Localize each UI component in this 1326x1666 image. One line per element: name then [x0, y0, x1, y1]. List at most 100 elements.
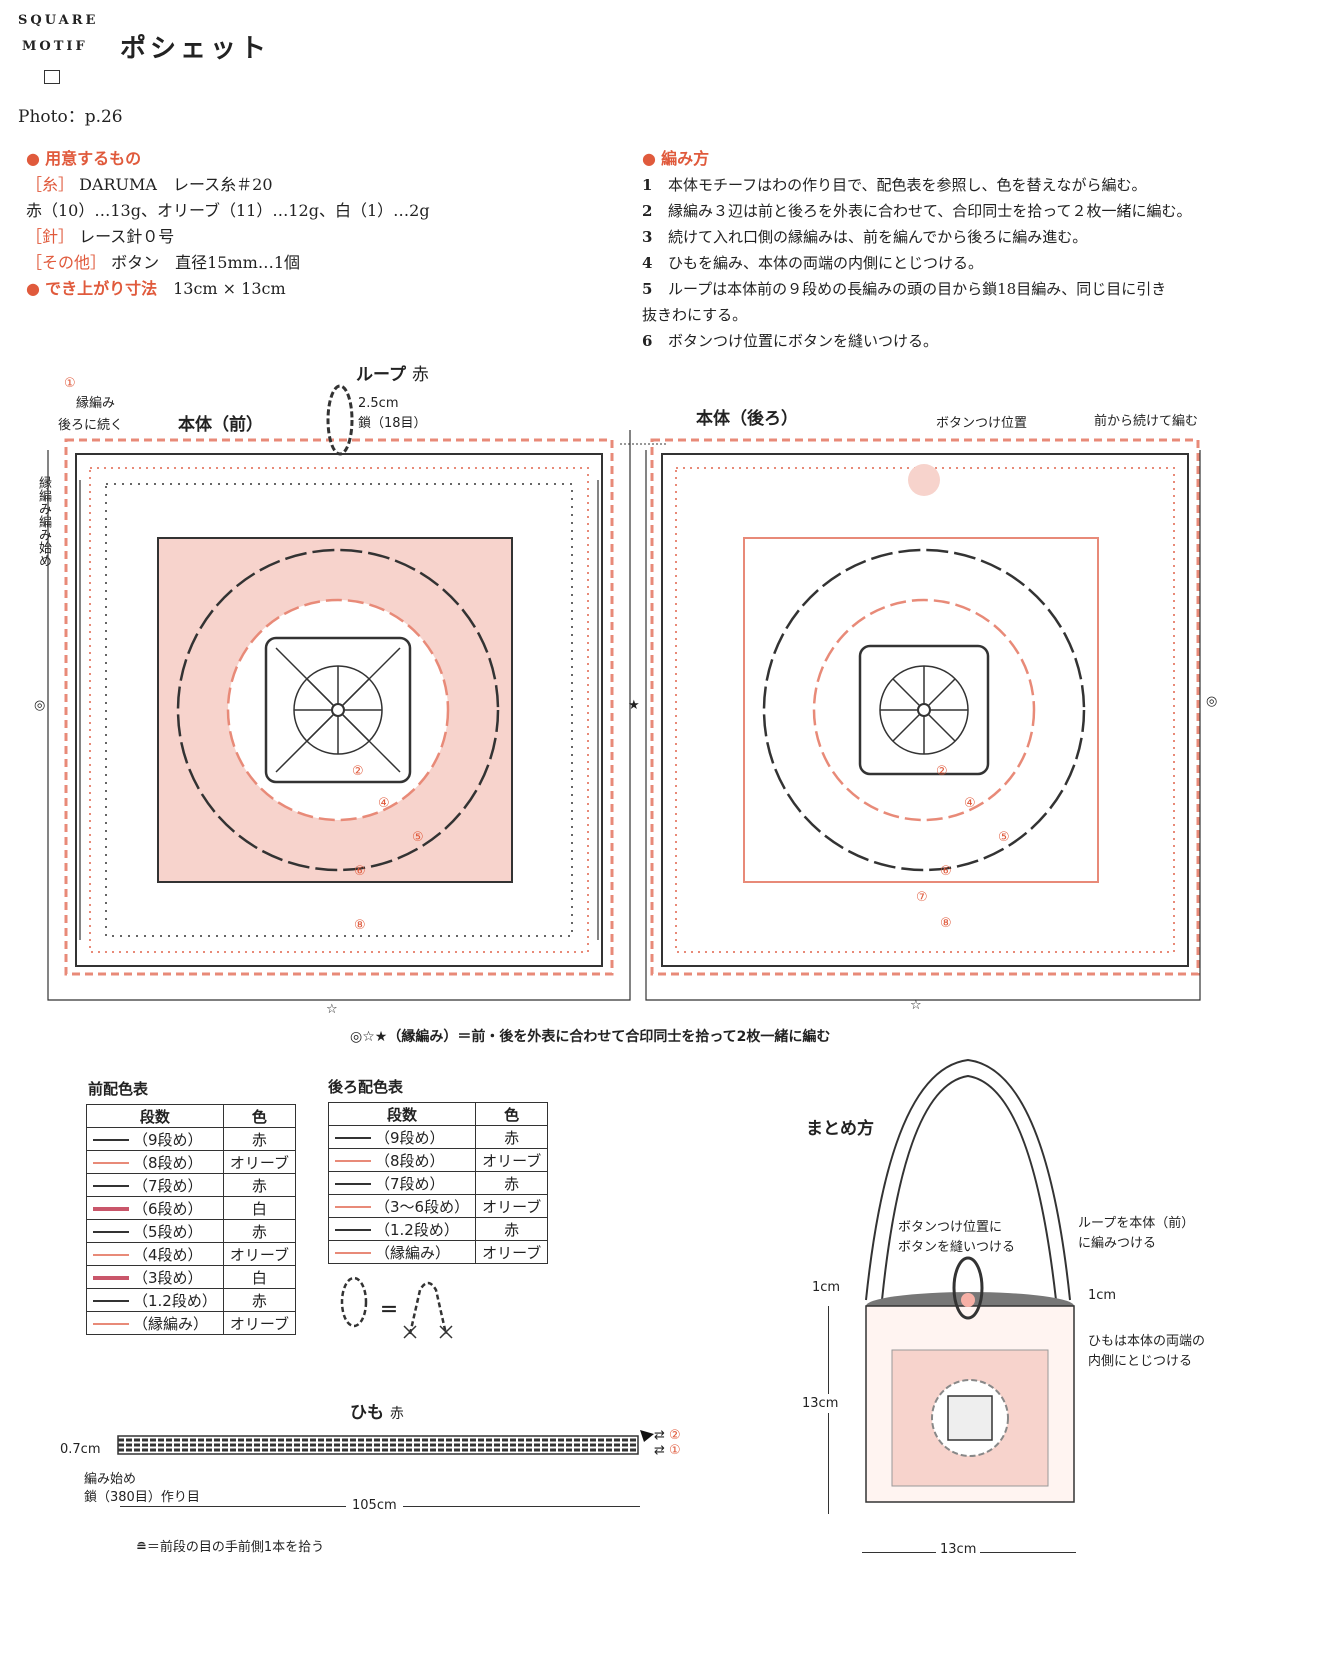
other-text: ボタン 直径15mm…1個 — [111, 253, 300, 272]
round-label: ⑤ — [998, 830, 1010, 845]
round-label: ⑥ — [354, 864, 366, 879]
photo-ref: Photo：p.26 — [18, 107, 123, 127]
round-label: ⑧ — [940, 916, 952, 931]
size-heading: でき上がり寸法 — [45, 279, 158, 298]
loop-shape — [326, 384, 354, 456]
edge-start-num: ① — [64, 376, 76, 391]
materials-heading: 用意するもの — [45, 149, 142, 168]
table-row: （1.2段め）赤 — [86, 1288, 296, 1312]
button-note1: ボタンつけ位置に — [898, 1220, 1003, 1235]
table-row: （7段め）赤 — [327, 1171, 549, 1195]
strap-width: 0.7cm — [60, 1442, 101, 1457]
back-color-table: 段数色 （9段め）赤 （8段め）オリーブ （7段め）赤 （3〜6段め）オリーブ … — [327, 1102, 549, 1264]
back-label: 本体（後ろ） — [696, 409, 798, 429]
round-label: ⑦ — [916, 890, 928, 905]
left-margin: 1cm — [812, 1280, 841, 1295]
bullet-icon: ● — [642, 149, 656, 168]
table-row: （9段め）赤 — [327, 1125, 549, 1149]
bullet-icon: ● — [26, 279, 40, 298]
back-table-caption: 後ろ配色表 — [328, 1078, 404, 1096]
button-pos-label: ボタンつけ位置 — [936, 416, 1028, 431]
continue-label: 前から続けて編む — [1094, 414, 1199, 429]
yarn-tag: ［糸］ — [26, 175, 75, 194]
loop-chain: 鎖（18目） — [358, 416, 427, 431]
loop-size: 2.5cm — [358, 396, 399, 411]
strap-note: ≘＝前段の目の手前側1本を拾う — [136, 1540, 325, 1555]
bag-width: 13cm — [936, 1542, 981, 1557]
bag-diagram — [865, 1058, 1075, 1503]
table-row: （8段め）オリーブ — [86, 1150, 296, 1174]
needle-text: レース針０号 — [79, 227, 175, 246]
logo-line2: MOTIF — [22, 39, 88, 54]
pattern-diagram — [47, 384, 1201, 1001]
table-row: （3段め）白 — [86, 1265, 296, 1289]
round-label: ④ — [964, 796, 976, 811]
needle-tag: ［針］ — [26, 227, 75, 246]
back-motif — [650, 438, 1200, 976]
strap-diagram — [117, 1430, 654, 1455]
round-label: ⑧ — [354, 918, 366, 933]
filled-star: ★ — [628, 698, 640, 713]
round-label: ② — [352, 764, 364, 779]
bullet-icon: ● — [26, 149, 40, 168]
front-table-caption: 前配色表 — [88, 1080, 149, 1098]
strap-length: 105cm — [346, 1498, 403, 1513]
front-color-table: 段数色 （9段め）赤 （8段め）オリーブ （7段め）赤 （6段め）白 （5段め）… — [86, 1104, 296, 1335]
strap-label: ひも 赤 — [350, 1403, 404, 1423]
open-star-right: ☆ — [910, 998, 922, 1013]
logo-line1: SQUARE — [18, 13, 99, 28]
round-label: ⑥ — [940, 864, 952, 879]
table-row: （8段め）オリーブ — [327, 1148, 549, 1172]
round-label: ② — [936, 764, 948, 779]
table-row: （1.2段め）赤 — [327, 1217, 549, 1241]
step-item: 抜きわにする。 — [642, 306, 748, 324]
strap-start1: 編み始め — [84, 1472, 137, 1487]
table-row: （6段め）白 — [86, 1196, 296, 1220]
steps-heading: 編み方 — [661, 149, 710, 168]
circle-mark-left: ◎ — [34, 698, 46, 713]
table-row: （7段め）赤 — [86, 1173, 296, 1197]
other-tag: ［その他］ — [26, 253, 107, 272]
front-motif — [64, 438, 614, 976]
loop-label: ループ 赤 — [356, 365, 429, 385]
strap-rows: ⇄ ②⇄ ① — [654, 1428, 681, 1458]
equals-sign: ＝ — [380, 1300, 398, 1321]
strap-note1: ひもは本体の両端の — [1088, 1334, 1206, 1349]
square-icon — [44, 70, 60, 84]
loop-note2: に編みつける — [1078, 1236, 1157, 1251]
size-value: 13cm × 13cm — [173, 279, 286, 298]
assembly-label: まとめ方 — [806, 1119, 874, 1139]
round-label: ④ — [378, 796, 390, 811]
circle-mark-right: ◎ — [1206, 694, 1218, 709]
yarn-text: DARUMA レース糸＃20 — [79, 175, 273, 194]
table-row: （3〜6段め）オリーブ — [327, 1194, 549, 1218]
edge-label1: 縁編み — [76, 396, 116, 411]
loop-note1: ループを本体（前） — [1078, 1216, 1195, 1231]
table-row: （4段め）オリーブ — [86, 1242, 296, 1266]
edge-vertical: 縁編み編み始め — [36, 476, 51, 567]
table-row: （9段め）赤 — [86, 1127, 296, 1151]
logo: SQUARE MOTIF — [18, 8, 98, 60]
table-row: （5段め）赤 — [86, 1219, 296, 1243]
table-row: （縁編み）オリーブ — [86, 1311, 296, 1335]
front-label: 本体（前） — [178, 415, 263, 435]
edge-label2: 後ろに続く — [58, 418, 124, 433]
table-row: （縁編み）オリーブ — [327, 1240, 549, 1264]
strap-start2: 鎖（380目）作り目 — [84, 1490, 200, 1505]
right-margin: 1cm — [1088, 1288, 1117, 1303]
bag-height: 13cm — [802, 1394, 839, 1413]
stitch-symbol — [340, 1276, 453, 1339]
diagram-note: ◎☆★（縁編み）＝前・後を外表に合わせて合印同士を拾って2枚一緒に編む — [350, 1029, 831, 1045]
materials-section: ● 用意するもの ［糸］ DARUMA レース糸＃20 赤（10）…13g、オリ… — [26, 146, 430, 302]
strap-note2: 内側にとじつける — [1088, 1354, 1193, 1369]
yarn-amounts: 赤（10）…13g、オリーブ（11）…12g、白（1）…2g — [26, 201, 430, 220]
page-title: ポシェット — [120, 34, 271, 64]
button-note2: ボタンを縫いつける — [898, 1240, 1016, 1255]
